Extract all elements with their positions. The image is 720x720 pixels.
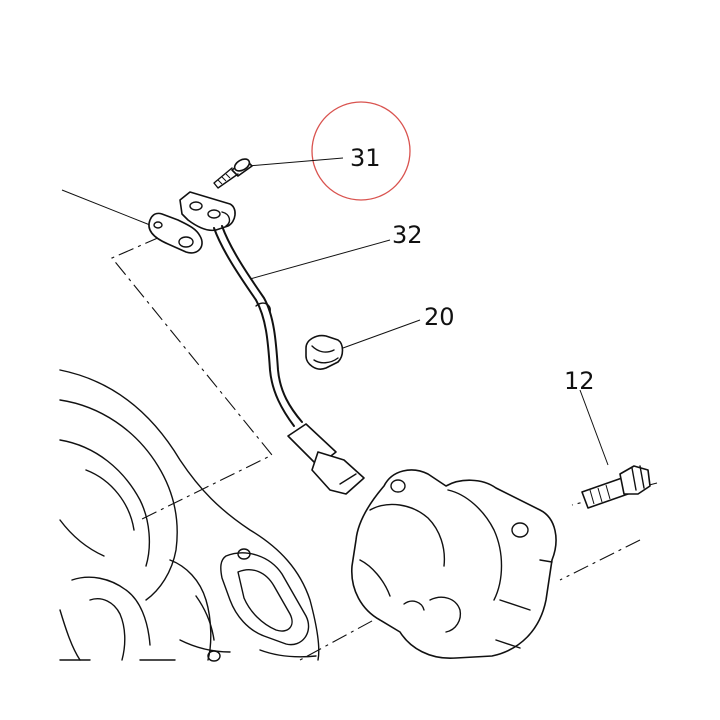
callout-31: 31 [350, 144, 381, 172]
leader-line-12 [579, 389, 609, 466]
leader-line-32 [249, 239, 391, 280]
sensor-32 [179, 191, 365, 495]
engine-casing [59, 369, 320, 662]
screw-31 [213, 158, 253, 189]
clip-20 [305, 334, 344, 370]
leader-line-gasket [61, 189, 151, 226]
callout-20: 20 [424, 303, 455, 331]
assembly-line-far-right [559, 539, 641, 581]
leader-line-20 [331, 319, 421, 353]
gasket [148, 212, 203, 254]
caliper-housing [351, 469, 557, 659]
highlight-circle [311, 101, 411, 201]
callout-32: 32 [392, 221, 423, 249]
assembly-line-left [111, 236, 273, 521]
leader-line-31 [247, 157, 344, 167]
callout-12: 12 [564, 367, 595, 395]
bolt-12 [581, 465, 651, 509]
